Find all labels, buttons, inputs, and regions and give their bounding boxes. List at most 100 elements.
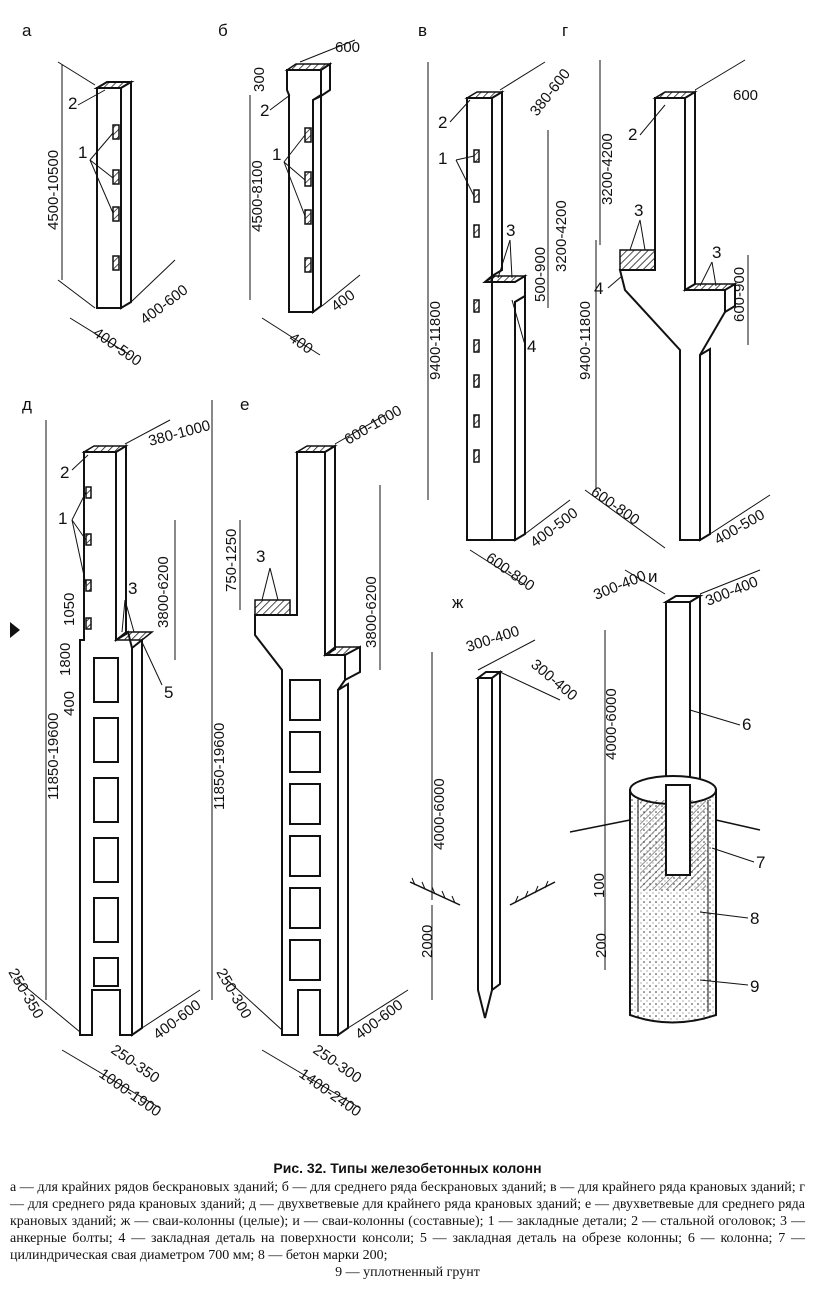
dim-i-200: 200 bbox=[593, 933, 610, 958]
dim-d-upper-width: 380-1000 bbox=[147, 417, 213, 450]
panel-b-letter: б bbox=[218, 21, 228, 40]
ground-line-i-left bbox=[569, 819, 631, 833]
dim-v-upper-width: 380-600 bbox=[527, 66, 574, 120]
dim-zh-above: 4000-6000 bbox=[431, 778, 448, 850]
dim-e-upper-width: 600-1000 bbox=[342, 402, 405, 448]
column-d-lower-side bbox=[131, 637, 143, 1037]
callout-a-1: 1 bbox=[78, 143, 87, 162]
panel-a: а 4500-10500 400-600 400-500 2 1 bbox=[22, 21, 191, 370]
panel-g: г 600 3200-4200 9400-11800 600-900 600-8… bbox=[562, 21, 771, 548]
callout-d-1: 1 bbox=[58, 509, 67, 528]
dim-b-width: 400 bbox=[286, 329, 316, 357]
panel-zh: ж 300-400 300-400 4000-6000 2000 bbox=[409, 593, 581, 1019]
dim-i-100: 100 bbox=[591, 873, 608, 898]
column-g-side bbox=[684, 90, 696, 292]
ground-line-right bbox=[509, 881, 556, 906]
column-d-side bbox=[115, 444, 127, 642]
dim-g-corbel-height: 600-900 bbox=[731, 267, 748, 322]
column-a-front bbox=[96, 87, 122, 309]
callout-v-1: 1 bbox=[438, 149, 447, 168]
column-g-lower-side bbox=[699, 347, 711, 542]
caption-last-line: 9 — уплотненный грунт bbox=[335, 1265, 480, 1280]
column-a-side bbox=[120, 80, 132, 310]
dim-d-height: 11850-19600 bbox=[45, 713, 62, 800]
dim-e-corbel-height: 750-1250 bbox=[223, 529, 240, 592]
column-i-side bbox=[689, 594, 701, 802]
callout-d-3: 3 bbox=[128, 579, 137, 598]
dim-a-height: 4500-10500 bbox=[45, 150, 62, 230]
column-b-side bbox=[312, 94, 322, 314]
dim-i-depth: 300-400 bbox=[703, 573, 760, 609]
callout-v-3: 3 bbox=[506, 221, 515, 240]
column-i-embedded bbox=[665, 784, 691, 876]
dim-i-width: 300-400 bbox=[591, 567, 648, 603]
panel-e: е 600-1000 750-1250 3800-6200 11850-1960… bbox=[211, 395, 409, 1120]
column-e-lower-side bbox=[337, 682, 349, 1037]
dim-i-column: 4000-6000 bbox=[603, 688, 620, 760]
panel-v: в 380-600 3200-4200 500-900 9400-11800 4… bbox=[418, 21, 581, 595]
dim-b-height: 4500-8100 bbox=[249, 160, 266, 232]
callout-e-3: 3 bbox=[256, 547, 265, 566]
dim-g-width: 600-800 bbox=[588, 483, 643, 529]
callout-g-4: 4 bbox=[594, 279, 603, 298]
callout-i-9: 9 bbox=[750, 977, 759, 996]
dim-b-head-width: 600 bbox=[335, 39, 360, 56]
callout-v-2: 2 bbox=[438, 113, 447, 132]
panel-d-letter: д bbox=[22, 395, 32, 414]
dim-zh-width: 300-400 bbox=[464, 623, 522, 656]
caption-body: а — для крайних рядов бескрановых зданий… bbox=[10, 1180, 805, 1263]
callout-d-5: 5 bbox=[164, 683, 173, 702]
embedded-parts-a bbox=[112, 124, 120, 271]
dim-d-1800: 1800 bbox=[57, 643, 74, 676]
columns-figure: а 4500-10500 400-600 400-500 2 1 б bbox=[5, 21, 771, 1120]
callout-a-2: 2 bbox=[68, 94, 77, 113]
column-v-front bbox=[466, 97, 493, 541]
panel-d: д 380-1000 3800-6200 1050 1800 400 11850… bbox=[5, 395, 213, 1120]
dim-d-branch: 250-350 bbox=[5, 966, 47, 1022]
panel-g-letter: г bbox=[562, 21, 568, 40]
callout-i-7: 7 bbox=[756, 853, 765, 872]
callout-b-1: 1 bbox=[272, 145, 281, 164]
callout-d-2: 2 bbox=[60, 463, 69, 482]
dim-e-height: 11850-19600 bbox=[211, 723, 228, 810]
dim-zh-below: 2000 bbox=[419, 925, 436, 958]
dim-d-depth: 400-600 bbox=[150, 996, 204, 1043]
column-i-front bbox=[665, 601, 691, 801]
callout-g-3b: 3 bbox=[712, 243, 721, 262]
dim-d-1050: 1050 bbox=[61, 593, 78, 626]
dim-b-depth: 400 bbox=[328, 287, 358, 316]
column-d-openings bbox=[93, 657, 119, 987]
column-e-openings bbox=[289, 679, 321, 981]
panel-i: и 300-400 300-400 4000-6000 100 200 6 7 … bbox=[569, 567, 765, 1024]
column-e-side bbox=[324, 444, 336, 657]
corbel-e-left bbox=[254, 599, 291, 616]
caption-title: Рис. 32. Типы железобетонных колонн bbox=[273, 1160, 542, 1176]
embedded-parts-v bbox=[473, 149, 480, 463]
dim-v-upper-height: 3200-4200 bbox=[553, 200, 570, 272]
dim-e-branch: 250-300 bbox=[213, 966, 255, 1022]
dim-d-400: 400 bbox=[61, 691, 78, 716]
panel-i-letter: и bbox=[648, 567, 658, 586]
panel-a-letter: а bbox=[22, 21, 32, 40]
callout-v-4: 4 bbox=[527, 337, 536, 356]
corbel-g-left bbox=[619, 249, 656, 271]
dim-g-height: 9400-11800 bbox=[577, 301, 594, 380]
dim-v-width: 600-800 bbox=[483, 549, 538, 595]
dim-e-upper-height: 3800-6200 bbox=[363, 576, 380, 648]
callout-g-2: 2 bbox=[628, 125, 637, 144]
ground-line-i-right bbox=[715, 819, 761, 831]
dim-g-upper-width: 600 bbox=[733, 87, 758, 104]
dim-b-head-height: 300 bbox=[251, 67, 268, 92]
callout-i-8: 8 bbox=[750, 909, 759, 928]
callout-b-2: 2 bbox=[260, 101, 269, 120]
corbel-v-top bbox=[482, 275, 528, 283]
callout-i-6: 6 bbox=[742, 715, 751, 734]
dim-g-upper-height: 3200-4200 bbox=[599, 133, 616, 205]
corbel-g-right-side bbox=[724, 282, 736, 314]
figure-caption: Рис. 32. Типы железобетонных колонн а — … bbox=[10, 1160, 805, 1281]
embedded-parts-b bbox=[304, 127, 312, 273]
panel-b: б 600 300 4500-8100 400 400 2 1 bbox=[218, 21, 361, 358]
callout-g-3a: 3 bbox=[634, 201, 643, 220]
panel-zh-letter: ж bbox=[452, 593, 464, 612]
dim-v-corbel-height: 500-900 bbox=[532, 247, 549, 302]
